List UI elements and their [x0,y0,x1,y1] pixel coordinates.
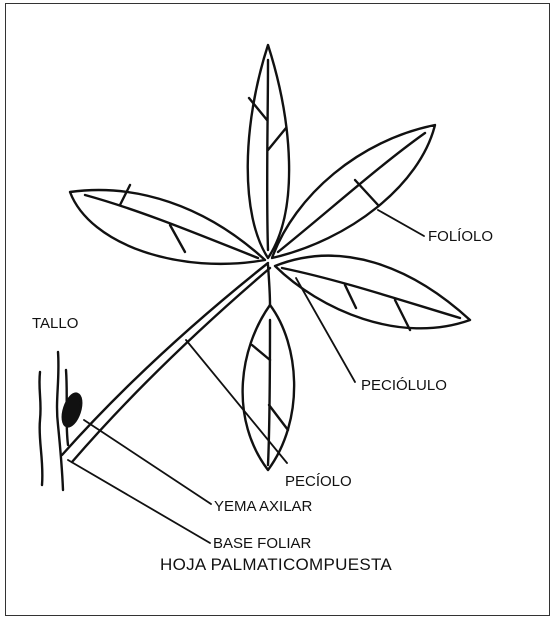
diagram-title: HOJA PALMATICOMPUESTA [160,555,393,574]
leader-peciolo [185,339,288,464]
leaflet-upper-right [270,123,437,260]
leaflet-left [68,183,267,266]
leaflet-top [246,43,291,260]
label-foliolo: FOLÍOLO [428,228,494,245]
label-yema-axilar: YEMA AXILAR [214,498,313,515]
leader-lines [67,209,425,544]
leader-yema [83,419,212,505]
label-peciolulo: PECIÓLULO [361,377,447,394]
peciolulo-stalk [266,263,272,307]
leaflet-lower [241,303,296,472]
label-tallo: TALLO [32,315,79,332]
axillary-bud [61,392,83,428]
leaflet-right [273,254,472,332]
leader-foliolo [377,209,425,237]
petiole [60,261,270,457]
leader-peciolulo [295,277,356,383]
label-peciolo: PECÍOLO [285,473,352,490]
leader-base [67,459,211,544]
label-base-foliar: BASE FOLIAR [213,535,312,552]
